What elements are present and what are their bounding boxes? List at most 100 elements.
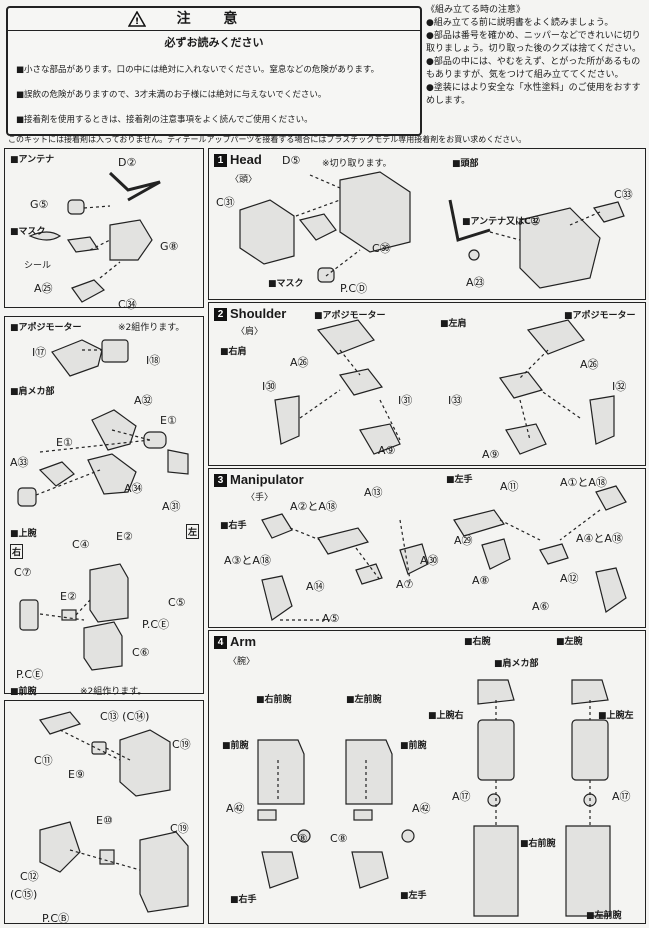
section-4-sub: 〈腕〉 (228, 657, 256, 667)
seal-label: シール (24, 261, 52, 271)
part-c8b: C⑧ (330, 832, 348, 845)
head-part-label: ■頭部 (452, 159, 479, 169)
part-a34: A㉞ (124, 482, 143, 495)
part-a1a18: A①とA⑱ (560, 476, 607, 489)
upper-arm-label: ■上腕 (10, 529, 37, 539)
part-e1: E① (160, 414, 177, 427)
part-i33: I㉝ (448, 394, 463, 407)
part-e1b: E① (56, 436, 73, 449)
upper-arm-right-label: ■上腕右 (428, 711, 464, 721)
mask-label: ■マスク (10, 227, 46, 237)
part-a42: A㊷ (226, 802, 245, 815)
assembly-tips: 《組み立てる時の注意》 ●組み立てる前に説明書をよく読みましょう。 ●部品は番号… (426, 4, 646, 128)
upper-arm-left-label: ■上腕左 (598, 711, 634, 721)
left-shoulder-label: ■左肩 (440, 319, 467, 329)
tip-item: ●組み立てる前に説明書をよく読みましょう。 (426, 18, 614, 28)
apogee-label-shoulder: ■アポジモーター (314, 311, 386, 321)
part-a26b: A㉖ (580, 358, 599, 371)
part-a17b: A⑰ (612, 790, 631, 803)
svg-text:!: ! (135, 17, 139, 27)
forearm-label: ■前腕 (10, 687, 37, 697)
part-a8: A⑧ (472, 574, 490, 587)
mask-label-head: ■マスク (268, 279, 304, 289)
part-i17: I⑰ (32, 346, 47, 359)
part-c5: C⑤ (168, 596, 186, 609)
tip-item: ●部品の中には、やむをえず、とがった所があるものもありますが、気をつけて組み立て… (426, 57, 641, 80)
part-pcb: P.CⒷ (42, 912, 70, 925)
forearm-note: ※2組作ります。 (80, 687, 147, 697)
part-a31: A㉛ (162, 500, 181, 513)
right-shoulder-label: ■右肩 (220, 347, 247, 357)
part-a11: A⑪ (500, 480, 519, 493)
part-i18: I⑱ (146, 354, 161, 367)
part-a29: A㉙ (454, 534, 473, 547)
part-c4: C④ (72, 538, 90, 551)
part-a7: A⑦ (396, 578, 414, 591)
caution-subtitle: 必ずお読みください (164, 36, 264, 49)
part-c12: C⑫ (20, 870, 39, 883)
antenna-or-label: ■アンテナ又はC㉜ (462, 217, 540, 227)
part-c13: C⑬ (C⑭) (100, 710, 150, 723)
apogee-note: ※2組作ります。 (118, 323, 185, 333)
part-a25: A㉕ (34, 282, 53, 295)
part-a3a18: A③とA⑱ (224, 554, 271, 567)
section-3-sub: 〈手〉 (246, 493, 274, 503)
part-a4a18: A④とA⑱ (576, 532, 623, 545)
part-c8: C⑧ (290, 832, 308, 845)
warning-icon: ! (128, 11, 146, 27)
part-c30: C㉚ (372, 242, 391, 255)
caution-title: 注 意 (8, 8, 420, 31)
part-pce: P.CⒺ (142, 618, 170, 631)
caution-line-2: ■誤飲の危険がありますので、3才未満のお子様には絶対に与えないでください。 (16, 90, 327, 100)
part-c34: C㉞ (118, 298, 137, 311)
part-i30: I㉚ (262, 380, 277, 393)
part-e10: E⑩ (96, 814, 113, 827)
caution-line-1: ■小さな部品があります。口の中には絶対に入れないでください。窒息などの危険があり… (16, 65, 380, 75)
section-2-sub: 〈肩〉 (236, 327, 264, 337)
part-g5: G⑤ (30, 198, 49, 211)
part-a17: A⑰ (452, 790, 471, 803)
part-c19b: C⑲ (170, 822, 189, 835)
part-a2a18: A②とA⑱ (290, 500, 337, 513)
left-forearm-label-2: ■左前腕 (586, 911, 622, 921)
part-a14: A⑭ (306, 580, 325, 593)
part-c33: C㉝ (614, 188, 633, 201)
right-forearm-label-2: ■右前腕 (520, 839, 556, 849)
part-c19: C⑲ (172, 738, 191, 751)
antenna-label: ■アンテナ (10, 155, 55, 165)
left-arm-label: ■左腕 (556, 637, 583, 647)
shoulder-mecha-arm-label: ■肩メカ部 (494, 659, 539, 669)
part-a26: A㉖ (290, 356, 309, 369)
part-a32: A㉜ (134, 394, 153, 407)
part-e2b: E② (60, 590, 77, 603)
part-a9b: A⑨ (482, 448, 500, 461)
caution-box: 注 意 ! 必ずお読みください ■小さな部品があります。口の中には絶対に入れない… (6, 6, 422, 136)
apogee-label: ■アポジモーター (10, 323, 82, 333)
part-d2: D② (118, 156, 137, 169)
left-hand-arm-label: ■左手 (400, 891, 427, 901)
right-mark: 右 (10, 544, 24, 559)
part-c6: C⑥ (132, 646, 150, 659)
part-c7: C⑦ (14, 566, 32, 579)
part-a9: A⑨ (378, 444, 396, 457)
right-arm-label: ■右腕 (464, 637, 491, 647)
section-1-sub: 〈頭〉 (230, 175, 258, 185)
left-hand-label: ■左手 (446, 475, 473, 485)
cut-note: ※切り取ります。 (322, 159, 392, 169)
antenna-mask-panel (4, 148, 204, 308)
part-i31: I㉛ (398, 394, 413, 407)
part-a6: A⑥ (532, 600, 550, 613)
part-a23: A㉓ (466, 276, 485, 289)
part-a12: A⑫ (560, 572, 579, 585)
part-a30: A㉚ (420, 554, 439, 567)
part-a33: A㉝ (10, 456, 29, 469)
part-pce-b: P.CⒺ (16, 668, 44, 681)
tip-item: ●部品は番号を確かめ、ニッパーなどできれいに切り取りましょう。切り取った後のクズ… (426, 31, 642, 54)
forearm-arm-label-2: ■前腕 (400, 741, 427, 751)
shoulder-mecha-label: ■肩メカ部 (10, 387, 55, 397)
left-mark: 左 (186, 524, 200, 539)
